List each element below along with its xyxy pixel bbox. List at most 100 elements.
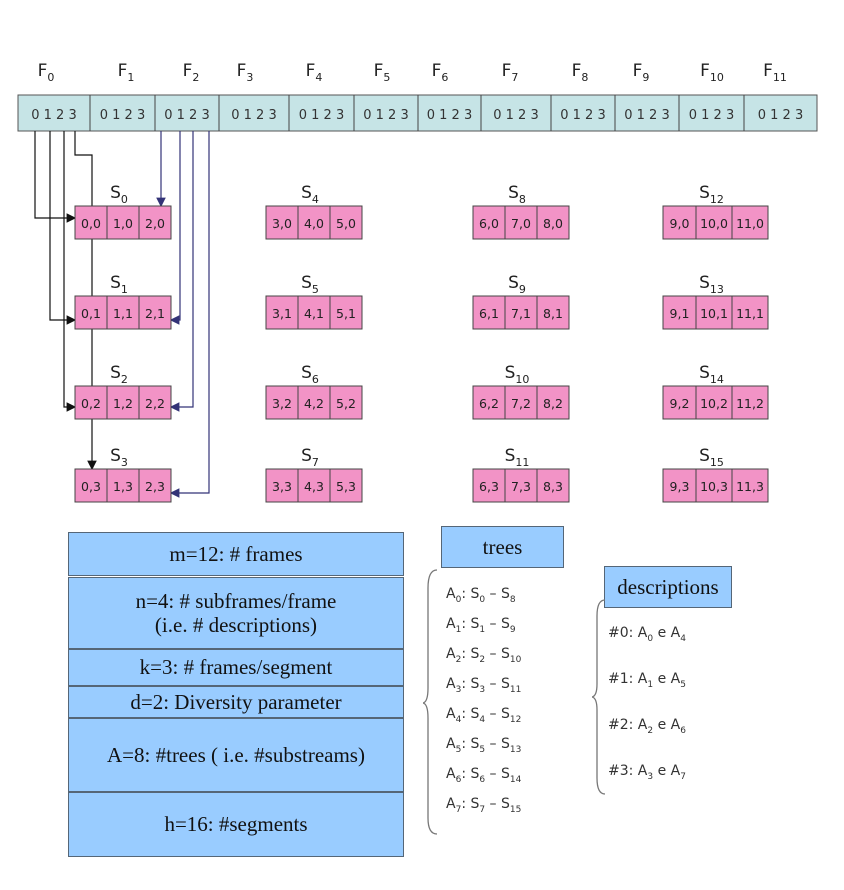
- segment-cell-value: 5,1: [336, 306, 356, 321]
- frame-cell-0: 0 1 2 3: [31, 108, 76, 123]
- segment-cell: [504, 295, 538, 330]
- segment-cell-value: 11,1: [736, 306, 764, 321]
- segment-cell: [536, 205, 570, 240]
- frame-label-6: F6: [432, 61, 449, 84]
- segment-cell: [472, 385, 506, 420]
- param-box-4: A=8: #trees ( i.e. #substreams): [68, 718, 404, 792]
- frame-cell-5: 0 1 2 3: [363, 108, 408, 123]
- segment-cell-value: 7,2: [511, 396, 531, 411]
- frame-label-7: F7: [502, 61, 519, 84]
- param-text: A=8: #trees ( i.e. #substreams): [107, 742, 365, 767]
- descriptions-header: descriptions: [604, 566, 732, 608]
- segment-cell-value: 1,0: [113, 216, 133, 231]
- segment-cell: [536, 468, 570, 503]
- segment-cell: [731, 385, 769, 420]
- frame-cell-4: 0 1 2 3: [299, 108, 344, 123]
- segment-label: S3: [110, 446, 128, 469]
- frame-label-1: F1: [118, 61, 135, 84]
- param-text: m=12: # frames: [169, 541, 303, 566]
- segment-cell-value: 2,2: [145, 396, 165, 411]
- segment-cell-value: 0,0: [81, 216, 101, 231]
- segment-label: S7: [301, 446, 319, 469]
- segment-label: S0: [110, 183, 128, 206]
- segment-cell: [329, 205, 363, 240]
- segment-cell-value: 0,3: [81, 479, 101, 494]
- segment-label: S8: [508, 183, 526, 206]
- segment-cell-value: 3,2: [272, 396, 292, 411]
- segment-cell: [504, 385, 538, 420]
- segment-cell: [662, 205, 697, 240]
- segment-cell-value: 8,1: [543, 306, 563, 321]
- segment-cell: [74, 205, 108, 240]
- segment-cell-value: 0,2: [81, 396, 101, 411]
- segment-cell-value: 8,2: [543, 396, 563, 411]
- segment-cell: [472, 295, 506, 330]
- segment-cell: [265, 385, 299, 420]
- segment-cell-value: 2,0: [145, 216, 165, 231]
- segment-cell: [138, 385, 172, 420]
- description-item-0: #0: A0 e A4: [608, 625, 686, 644]
- segment-cell-value: 4,3: [304, 479, 324, 494]
- trees-header: trees: [441, 526, 564, 568]
- segment-cell: [731, 205, 769, 240]
- description-item-1: #1: A1 e A5: [608, 671, 686, 690]
- param-box-3: d=2: Diversity parameter: [68, 686, 404, 718]
- segment-cell-value: 2,3: [145, 479, 165, 494]
- segment-cell-value: 9,3: [670, 479, 690, 494]
- segment-cell-value: 7,1: [511, 306, 531, 321]
- segment-cell: [297, 468, 331, 503]
- segment-cell: [106, 295, 140, 330]
- tree-item-1: A1: S1 – S9: [446, 616, 516, 635]
- segment-label: S12: [699, 183, 724, 206]
- segment-cell-value: 11,3: [736, 479, 764, 494]
- segment-cell-value: 7,0: [511, 216, 531, 231]
- segment-cell-value: 4,0: [304, 216, 324, 231]
- tree-item-4: A4: S4 – S12: [446, 706, 522, 725]
- segment-cell: [731, 468, 769, 503]
- frame-cell-8: 0 1 2 3: [560, 108, 605, 123]
- frame-cell-11: 0 1 2 3: [758, 108, 803, 123]
- segment-label: S15: [699, 446, 724, 469]
- segment-cell-value: 11,0: [736, 216, 764, 231]
- param-text: d=2: Diversity parameter: [130, 689, 342, 714]
- segment-cell-value: 8,3: [543, 479, 563, 494]
- tree-item-7: A7: S7 – S15: [446, 796, 522, 815]
- segment-label: S10: [505, 363, 530, 386]
- segment-cell-value: 10,3: [700, 479, 728, 494]
- segment-cell: [265, 205, 299, 240]
- frame-label-0: F0: [38, 61, 55, 84]
- segment-cell-value: 5,0: [336, 216, 356, 231]
- segment-cell-value: 7,3: [511, 479, 531, 494]
- segment-cell: [329, 385, 363, 420]
- frame-label-2: F2: [183, 61, 200, 84]
- frame-label-4: F4: [306, 61, 323, 84]
- segment-cell-value: 10,0: [700, 216, 728, 231]
- arrow-f2-2-to-s2: [169, 131, 194, 412]
- segment-cell-value: 1,2: [113, 396, 133, 411]
- segment-cell: [138, 205, 172, 240]
- segment-label: S1: [110, 273, 128, 296]
- tree-item-6: A6: S6 – S14: [446, 766, 522, 785]
- segment-cell: [106, 205, 140, 240]
- segment-cell: [106, 385, 140, 420]
- segment-cell-value: 1,3: [113, 479, 133, 494]
- param-box-0: m=12: # frames: [68, 532, 404, 576]
- segment-cell-value: 5,2: [336, 396, 356, 411]
- frame-label-5: F5: [374, 61, 391, 84]
- segment-cell: [74, 468, 108, 503]
- segment-cell: [504, 205, 538, 240]
- segment-cell-value: 1,1: [113, 306, 133, 321]
- segment-cell: [138, 468, 172, 503]
- param-box-2: k=3: # frames/segment: [68, 649, 404, 686]
- segment-label: S6: [301, 363, 319, 386]
